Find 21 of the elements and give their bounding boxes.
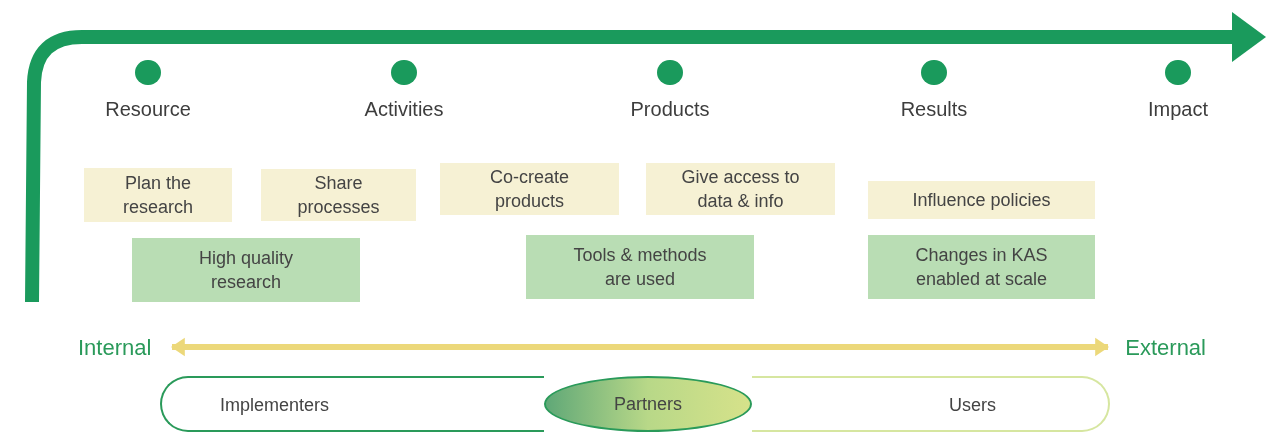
activity-box: Influence policies [868, 181, 1095, 219]
scale-end-label: External [1110, 332, 1206, 362]
stage-label: Resource [105, 97, 191, 122]
outcome-box: Changes in KAS enabled at scale [868, 235, 1095, 299]
stage-label: Results [900, 97, 968, 122]
stage-label: Products [630, 97, 710, 122]
double-arrow [170, 337, 1110, 357]
partners-ellipse: Partners [544, 376, 752, 432]
group-pill [160, 376, 544, 432]
group-label: Implementers [220, 394, 330, 417]
activity-box: Co-create products [440, 163, 619, 215]
outcome-box: Tools & methods are used [526, 235, 754, 299]
activity-box: Give access to data & info [646, 163, 835, 215]
activity-box: Share processes [261, 169, 416, 221]
stage-label: Impact [1148, 97, 1208, 122]
outcome-box: High quality research [132, 238, 360, 302]
group-label: Users [949, 394, 996, 417]
scale-end-label: Internal [78, 332, 170, 362]
activity-box: Plan the research [84, 168, 232, 222]
stage-label: Activities [364, 97, 444, 122]
group-pill [752, 376, 1110, 432]
